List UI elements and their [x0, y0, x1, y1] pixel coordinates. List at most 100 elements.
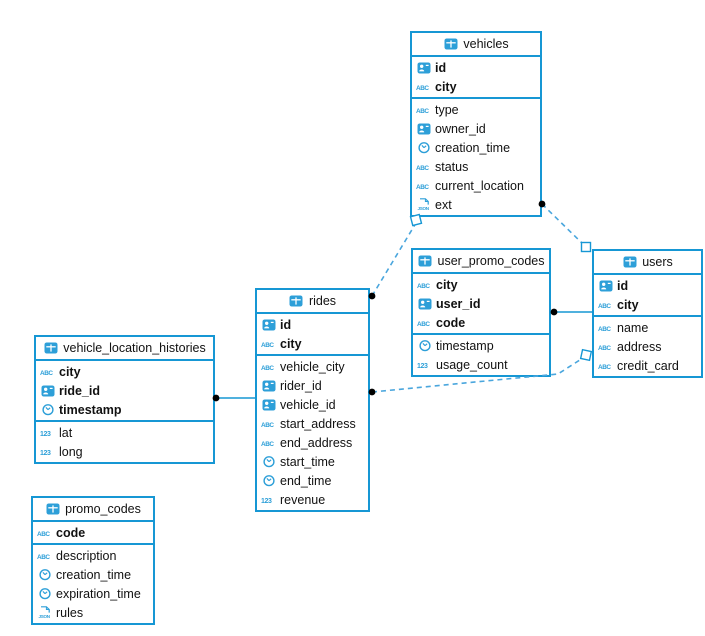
- column-city[interactable]: ABC city: [594, 295, 701, 314]
- clock-icon: [40, 403, 55, 416]
- column-name: timestamp: [59, 402, 122, 417]
- column-city[interactable]: ABC city: [413, 275, 549, 294]
- column-user_id[interactable]: user_id: [413, 294, 549, 313]
- svg-text:ABC: ABC: [261, 365, 274, 372]
- table-header[interactable]: rides: [257, 290, 368, 314]
- table-title: vehicle_location_histories: [63, 341, 206, 355]
- column-name: start_time: [280, 454, 335, 469]
- column-rules[interactable]: JSON rules: [33, 603, 153, 622]
- svg-text:ABC: ABC: [598, 326, 611, 333]
- column-vehicle_id[interactable]: vehicle_id: [257, 395, 368, 414]
- svg-text:ABC: ABC: [417, 283, 430, 290]
- column-name: description: [56, 548, 117, 563]
- column-name: vehicle_city: [280, 359, 345, 374]
- column-usage_count[interactable]: 123 usage_count: [413, 355, 549, 374]
- clock-icon: [416, 141, 431, 154]
- table-icon: [43, 342, 58, 355]
- column-revenue[interactable]: 123 revenue: [257, 490, 368, 509]
- column-lat[interactable]: 123 lat: [36, 423, 213, 442]
- relationship-parent-end-diamond: [580, 241, 592, 253]
- svg-text:ABC: ABC: [416, 85, 429, 92]
- table-header[interactable]: vehicle_location_histories: [36, 337, 213, 361]
- column-name: city: [59, 364, 81, 379]
- id-badge-icon: [416, 122, 431, 135]
- svg-text:123: 123: [40, 450, 51, 457]
- column-start_address[interactable]: ABC start_address: [257, 414, 368, 433]
- column-name[interactable]: ABC name: [594, 318, 701, 337]
- column-expiration_time[interactable]: expiration_time: [33, 584, 153, 603]
- table-rides[interactable]: rides id ABC city ABC vehicle_city rider…: [255, 288, 370, 512]
- column-long[interactable]: 123 long: [36, 442, 213, 461]
- column-owner_id[interactable]: owner_id: [412, 119, 540, 138]
- column-ride_id[interactable]: ride_id: [36, 381, 213, 400]
- json-icon: JSON: [416, 198, 431, 211]
- text-icon: ABC: [37, 526, 52, 539]
- table-user_promo_codes[interactable]: user_promo_codes ABC city user_id ABC co…: [411, 248, 551, 377]
- column-credit_card[interactable]: ABC credit_card: [594, 356, 701, 375]
- column-name: vehicle_id: [280, 397, 336, 412]
- table-users[interactable]: users id ABC city ABC name ABC address A…: [592, 249, 703, 378]
- column-timestamp[interactable]: timestamp: [36, 400, 213, 419]
- text-icon: ABC: [598, 340, 613, 353]
- table-icon: [289, 295, 304, 308]
- columns-section: ABC name ABC address ABC credit_card: [594, 315, 701, 376]
- svg-text:ABC: ABC: [261, 441, 274, 448]
- column-rider_id[interactable]: rider_id: [257, 376, 368, 395]
- text-icon: ABC: [261, 360, 276, 373]
- column-end_time[interactable]: end_time: [257, 471, 368, 490]
- svg-text:ABC: ABC: [417, 321, 430, 328]
- column-ext[interactable]: JSON ext: [412, 195, 540, 214]
- column-name: name: [617, 320, 649, 335]
- column-name: type: [435, 102, 459, 117]
- table-vehicles[interactable]: vehicles id ABC city ABC type owner_id c…: [410, 31, 542, 217]
- table-header[interactable]: user_promo_codes: [413, 250, 549, 274]
- svg-text:JSON: JSON: [38, 614, 50, 619]
- table-header[interactable]: vehicles: [412, 33, 540, 57]
- column-name: start_address: [280, 416, 356, 431]
- column-end_address[interactable]: ABC end_address: [257, 433, 368, 452]
- table-header[interactable]: promo_codes: [33, 498, 153, 522]
- table-vehicle_location_histories[interactable]: vehicle_location_histories ABC city ride…: [34, 335, 215, 464]
- table-promo_codes[interactable]: promo_codes ABC code ABC description cre…: [31, 496, 155, 625]
- column-status[interactable]: ABC status: [412, 157, 540, 176]
- column-code[interactable]: ABC code: [413, 313, 549, 332]
- primary-key-section: id ABC city: [594, 275, 701, 315]
- column-timestamp[interactable]: timestamp: [413, 336, 549, 355]
- text-icon: ABC: [416, 80, 431, 93]
- column-id[interactable]: id: [257, 315, 368, 334]
- relationship-rides-to-vehicles[interactable]: [371, 222, 417, 297]
- column-name: creation_time: [56, 567, 132, 582]
- clock-icon: [37, 568, 52, 581]
- column-start_time[interactable]: start_time: [257, 452, 368, 471]
- column-name: city: [436, 277, 458, 292]
- column-name: code: [56, 525, 86, 540]
- column-vehicle_city[interactable]: ABC vehicle_city: [257, 357, 368, 376]
- column-creation_time[interactable]: creation_time: [33, 565, 153, 584]
- column-city[interactable]: ABC city: [412, 77, 540, 96]
- column-name: rules: [56, 605, 84, 620]
- column-name: id: [617, 278, 629, 293]
- column-current_location[interactable]: ABC current_location: [412, 176, 540, 195]
- table-header[interactable]: users: [594, 251, 701, 275]
- column-id[interactable]: id: [412, 58, 540, 77]
- column-name: long: [59, 444, 83, 459]
- svg-text:ABC: ABC: [598, 345, 611, 352]
- column-name: current_location: [435, 178, 524, 193]
- text-icon: ABC: [416, 160, 431, 173]
- relationship-vehicles-to-users[interactable]: [541, 203, 587, 248]
- column-code[interactable]: ABC code: [33, 523, 153, 542]
- table-title: users: [642, 255, 673, 269]
- column-city[interactable]: ABC city: [36, 362, 213, 381]
- column-name: ride_id: [59, 383, 100, 398]
- primary-key-section: id ABC city: [412, 57, 540, 97]
- column-address[interactable]: ABC address: [594, 337, 701, 356]
- column-description[interactable]: ABC description: [33, 546, 153, 565]
- column-creation_time[interactable]: creation_time: [412, 138, 540, 157]
- column-type[interactable]: ABC type: [412, 100, 540, 119]
- table-title: user_promo_codes: [437, 254, 545, 268]
- id-badge-icon: [261, 318, 276, 331]
- column-city[interactable]: ABC city: [257, 334, 368, 353]
- column-id[interactable]: id: [594, 276, 701, 295]
- primary-key-section: ABC code: [33, 522, 153, 543]
